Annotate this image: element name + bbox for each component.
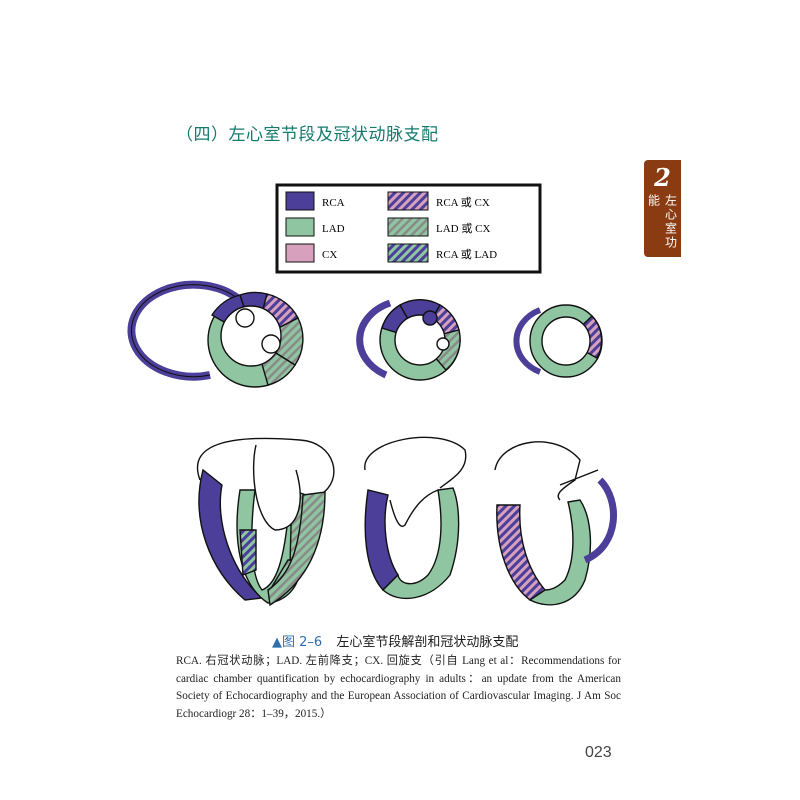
legend-label-rca: RCA [322, 197, 345, 209]
legend: RCA RCA 或 CX LAD LAD 或 CX CX RCA 或 LAD [275, 183, 542, 274]
legend-item-lad-cx: LAD 或 CX [387, 217, 490, 237]
legend-item-rca: RCA [285, 191, 345, 211]
chapter-tab: 2 左心室功能 [644, 160, 681, 257]
legend-label-cx: CX [322, 249, 337, 261]
chapter-tab-text: 左心室功能 [646, 194, 678, 250]
long-axis-three-chamber [494, 441, 617, 606]
legend-label-rca-cx: RCA 或 CX [436, 196, 490, 209]
legend-item-rca-cx: RCA 或 CX [387, 191, 490, 211]
legend-label-lad-cx: LAD 或 CX [436, 222, 490, 235]
legend-item-rca-lad: RCA 或 LAD [387, 243, 497, 263]
section-title: （四）左心室节段及冠状动脉支配 [176, 125, 439, 145]
legend-label-rca-lad: RCA 或 LAD [436, 248, 497, 261]
chapter-number: 2 [654, 163, 671, 192]
legend-label-lad: LAD [322, 223, 345, 235]
long-axis-four-chamber [197, 437, 335, 607]
short-axis-apical [513, 304, 603, 378]
page-number: 023 [585, 744, 612, 761]
figure-title: 左心室节段解剖和冠状动脉支配 [336, 635, 519, 650]
short-axis-mid [356, 298, 461, 381]
figure-number: ▲图 2–6 [272, 635, 323, 650]
short-axis-basal [127, 280, 304, 388]
long-axis-two-chamber [364, 436, 467, 600]
legend-item-cx: CX [285, 243, 337, 263]
figure-caption: ▲图 2–6 左心室节段解剖和冠状动脉支配 [272, 631, 518, 650]
figure-note: RCA. 右冠状动脉；LAD. 左前降支；CX. 回旋支（引自 Lang et … [176, 655, 621, 720]
legend-item-lad: LAD [285, 217, 345, 237]
